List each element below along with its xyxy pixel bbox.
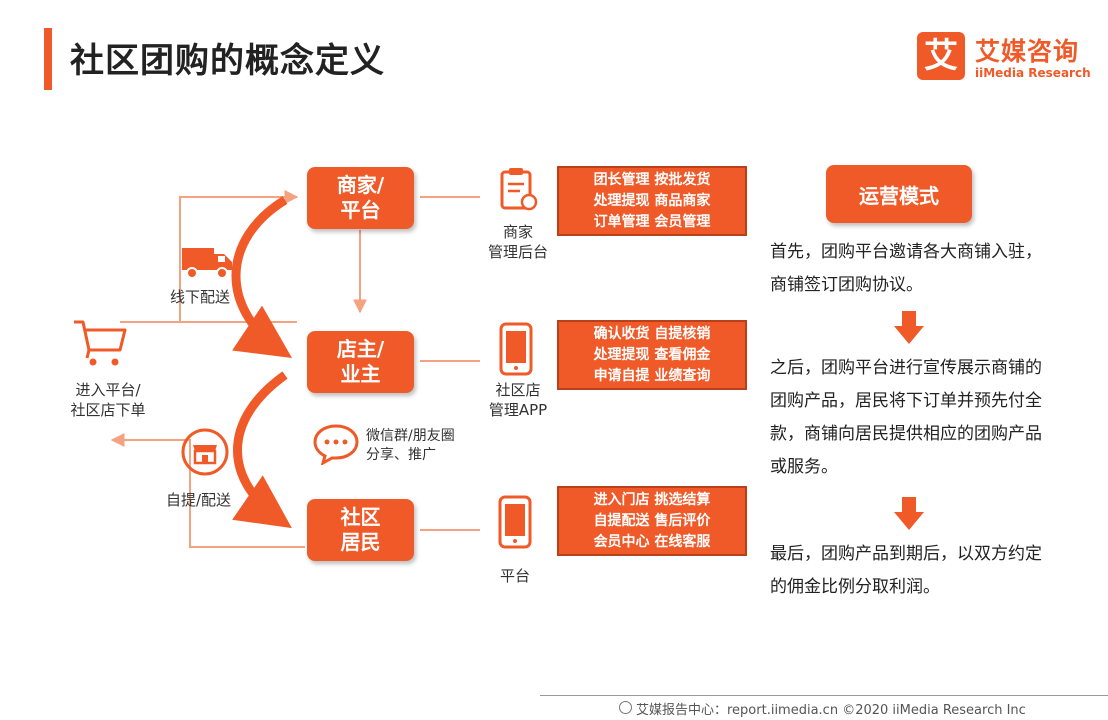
flow-line-cart-to-merchant: [120, 190, 299, 323]
label-enter-platform-line2: 社区店下单: [70, 401, 146, 419]
role-merchant-line1: 商家/: [336, 173, 385, 197]
function-resident-line2: 自提配送 售后评价: [593, 512, 711, 529]
arrow-down-icon: [894, 497, 924, 530]
label-wechat-line1: 微信群/朋友圈: [366, 428, 455, 444]
arrow-down-icon: [894, 311, 924, 344]
label-wechat-share: 微信群/朋友圈 分享、推广: [366, 427, 455, 465]
system-label-resident-line1: 平台: [499, 567, 530, 585]
system-label-shop-line2: 管理APP: [488, 401, 548, 419]
title-accent-bar: [44, 28, 52, 90]
truck-icon: [182, 248, 232, 279]
function-box-resident: 进入门店 挑选结算 自提配送 售后评价 会员中心 在线客服: [557, 486, 747, 556]
role-box-resident: 社区 居民: [307, 499, 414, 561]
function-box-merchant: 团长管理 按批发货 处理提现 商品商家 订单管理 会员管理: [557, 166, 747, 236]
system-label-shop: 社区店 管理APP: [458, 380, 578, 420]
label-wechat-line2: 分享、推广: [366, 447, 436, 463]
role-merchant-line2: 平台: [340, 198, 381, 222]
logo: 艾 艾媒咨询 iiMedia Research: [917, 32, 1097, 86]
system-label-merchant-line2: 管理后台: [487, 243, 548, 261]
function-resident-line3: 会员中心 在线客服: [593, 533, 711, 550]
role-resident-line1: 社区: [340, 505, 381, 529]
storefront-icon: [181, 428, 229, 476]
clipboard-icon: [500, 168, 538, 211]
label-pickup-delivery: 自提/配送: [166, 491, 232, 509]
chat-bubble-icon: [313, 424, 359, 465]
label-offline-delivery: 线下配送: [170, 288, 231, 306]
function-shop-line2: 处理提现 查看佣金: [593, 346, 711, 363]
mode-title-box: 运营模式: [826, 165, 972, 223]
label-enter-platform: 进入平台/ 社区店下单: [58, 380, 158, 420]
function-shop-line3: 申请自提 业绩查询: [593, 367, 711, 384]
function-box-shop: 确认收货 自提核销 处理提现 查看佣金 申请自提 业绩查询: [557, 320, 747, 390]
role-shop-owner-line1: 店主/: [336, 337, 385, 361]
logo-subtitle: iiMedia Research: [975, 66, 1091, 80]
smartphone-icon: [498, 495, 532, 549]
mode-step-3: 最后，团购产品到期后，以双方约定的佣金比例分取利润。: [770, 544, 1042, 597]
flow-line-pickup: [110, 433, 305, 548]
curve-arrow-merchant-to-shop: [231, 196, 292, 358]
page-title: 社区团购的概念定义: [70, 41, 385, 81]
shopping-cart-icon: [74, 320, 127, 366]
system-label-merchant: 商家 管理后台: [458, 222, 578, 262]
label-enter-platform-line1: 进入平台/: [75, 381, 141, 399]
curve-arrow-shop-to-resident: [232, 371, 292, 529]
function-merchant-line3: 订单管理 会员管理: [593, 213, 711, 230]
function-merchant-line1: 团长管理 按批发货: [593, 171, 711, 188]
function-merchant-line2: 处理提现 商品商家: [593, 192, 711, 209]
function-resident-line1: 进入门店 挑选结算: [593, 491, 711, 508]
role-resident-line2: 居民: [340, 530, 381, 554]
system-label-shop-line1: 社区店: [495, 381, 541, 399]
footer-divider: [540, 695, 1108, 696]
system-label-resident: 平台: [455, 566, 575, 586]
smartphone-icon: [499, 322, 533, 376]
role-box-shop-owner: 店主/ 业主: [307, 331, 414, 393]
role-shop-owner-line2: 业主: [340, 362, 381, 386]
logo-name: 艾媒咨询: [975, 37, 1080, 66]
mode-step-2: 之后，团购平台进行宣传展示商铺的团购产品，居民将下订单并预先付全款，商铺向居民提…: [770, 358, 1042, 477]
mode-step-1: 首先，团购平台邀请各大商铺入驻，商铺签订团购协议。: [770, 242, 1042, 295]
role-box-merchant: 商家/ 平台: [307, 167, 414, 229]
system-label-merchant-line1: 商家: [502, 223, 533, 241]
footer-source-icon: [619, 701, 632, 714]
function-shop-line1: 确认收货 自提核销: [593, 325, 711, 342]
logo-mark: 艾: [917, 32, 965, 80]
footer-source: 艾媒报告中心：report.iimedia.cn ©2020 iiMedia R…: [636, 703, 1026, 718]
